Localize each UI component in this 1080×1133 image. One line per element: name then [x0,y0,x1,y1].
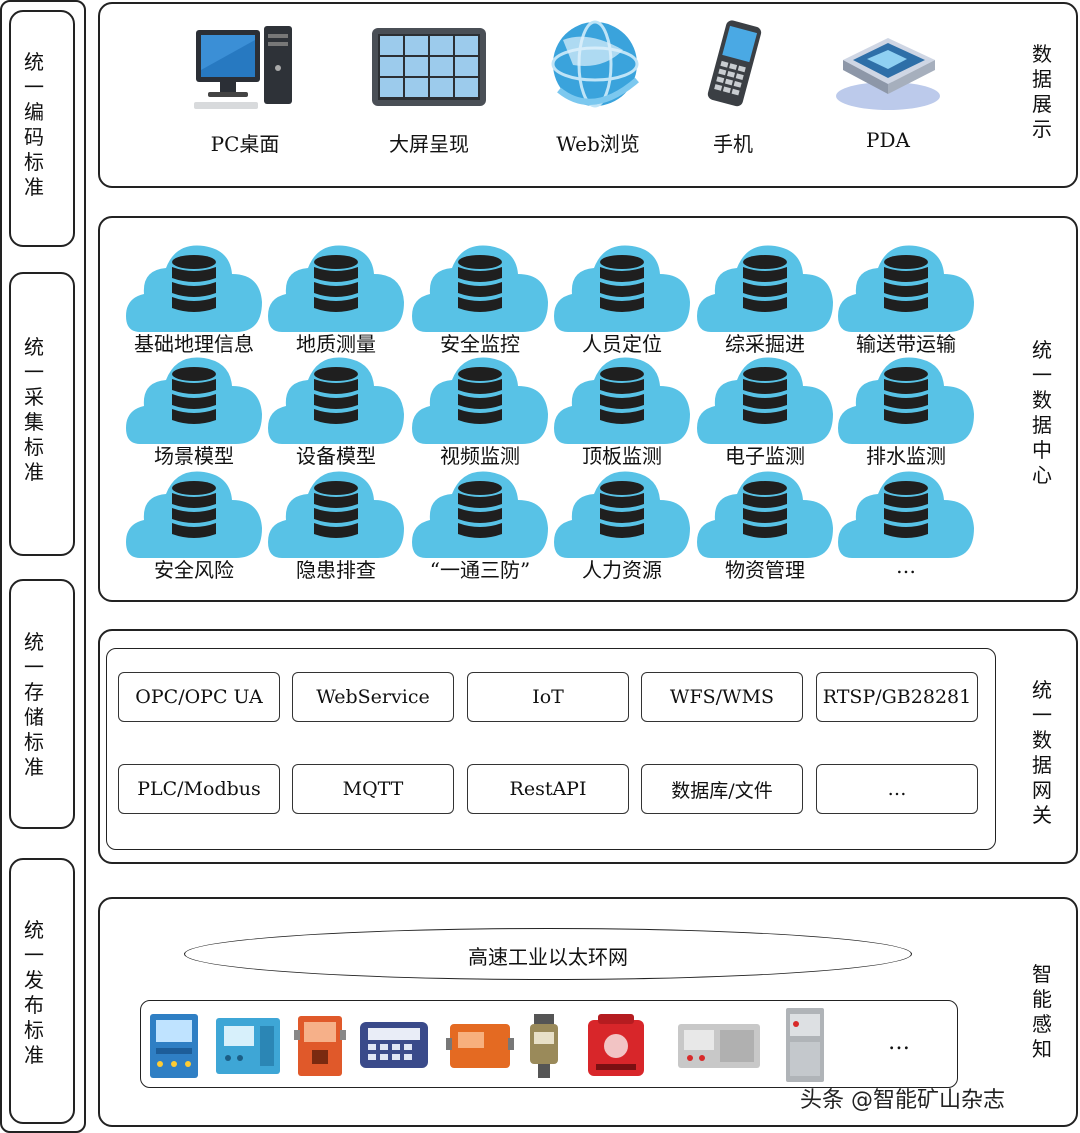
database-cloud-icon [554,471,690,558]
explosion-proof-switch-icon [294,1016,346,1076]
orange-box-icon [446,1024,514,1068]
database-label: 设备模型 [296,444,376,468]
database-label: 场景模型 [154,444,234,468]
database-label: 地质测量 [296,332,376,356]
protocol-more: … [816,764,978,814]
protocol-rtsp: RTSP/GB28281 [816,672,978,722]
standard-box-collection [9,272,75,556]
protocol-wfs-wms: WFS/WMS [641,672,803,722]
database-cloud-icon [554,245,690,332]
display-layer-label: 数据展示 [1032,42,1052,141]
database-cloud-icon [697,245,833,332]
device-large-screen: 大屏呈现 [364,10,494,156]
database-label: 电子监测 [725,444,805,468]
device-label: 手机 [713,132,753,156]
mobile-phone-icon [707,20,762,107]
database-label: 物资管理 [725,558,805,582]
standard-box-storage [9,579,75,829]
database-cloud-icon [697,357,833,444]
cabinet-icon [786,1008,824,1082]
device-web: Web浏览 [533,10,663,156]
pc-desktop-icon [194,26,292,109]
large-screen-icon [372,28,486,106]
database-label: 安全监控 [440,332,520,356]
ethernet-ring [184,928,912,980]
database-label: 视频监测 [440,444,520,468]
standard-label-storage: 统一存储标准 [24,630,44,779]
protocol-mqtt: MQTT [292,764,454,814]
gateway-layer-label: 统一数据网关 [1032,678,1052,827]
more-sensors-label: … [888,1030,910,1055]
protocol-database-file: 数据库/文件 [641,764,803,814]
database-cloud-icon [838,471,974,558]
database-label: “一通三防” [429,558,531,582]
database-cloud-icon [268,245,404,332]
protocol-webservice: WebService [292,672,454,722]
database-label: 综采掘进 [725,332,805,356]
database-label: 基础地理信息 [134,332,254,356]
database-label: 安全风险 [154,558,234,582]
database-cloud-icon [126,357,262,444]
database-label: 人力资源 [582,558,662,582]
database-cloud-icon [126,245,262,332]
device-label: 大屏呈现 [389,132,469,156]
standard-label-publishing: 统一发布标准 [24,918,44,1067]
standard-box-publishing [9,858,75,1124]
protocol-opc: OPC/OPC UA [118,672,280,722]
control-panel-icon [360,1022,428,1068]
device-label: PC桌面 [210,132,280,156]
protocol-iot: IoT [467,672,629,722]
standard-label-encoding: 统一编码标准 [24,50,44,199]
database-label: 顶板监测 [582,444,662,468]
device-pc: PC桌面 [180,10,310,156]
database-cloud-icon [554,357,690,444]
pda-icon [836,38,940,110]
database-label: 输送带运输 [856,332,956,356]
database-cloud-icon [126,471,262,558]
database-cloud-icon [412,245,548,332]
device-mobile: 手机 [668,10,798,156]
device-label: PDA [866,128,910,152]
database-cloud-icon [697,471,833,558]
switchgear-icon [678,1024,760,1068]
database-cloud-icon [838,245,974,332]
web-globe-icon [551,20,639,108]
database-cloud-icon [268,357,404,444]
data-center-layer-label: 统一数据中心 [1032,338,1052,487]
monitoring-substation-icon [150,1014,198,1078]
database-label: 隐患排查 [296,558,376,582]
red-starter-icon [588,1014,644,1076]
database-label: … [896,554,916,578]
protocol-restapi: RestAPI [467,764,629,814]
database-cloud-icon [412,471,548,558]
gas-sensor-icon [530,1014,558,1078]
device-label: Web浏览 [556,132,640,156]
database-cloud-icon [412,357,548,444]
perception-layer-label: 智能感知 [1032,962,1052,1061]
standard-box-encoding [9,10,75,247]
database-label: 人员定位 [582,332,662,356]
watermark: 头条 @智能矿山杂志 [800,1088,1005,1113]
database-cloud-icon [838,357,974,444]
power-box-icon [216,1018,280,1074]
ethernet-ring-label: 高速工业以太环网 [468,945,628,969]
database-label: 排水监测 [866,444,946,468]
device-pda: PDA [823,10,953,152]
standard-label-collection: 统一采集标准 [24,335,44,484]
database-cloud-icon [268,471,404,558]
protocol-plc: PLC/Modbus [118,764,280,814]
